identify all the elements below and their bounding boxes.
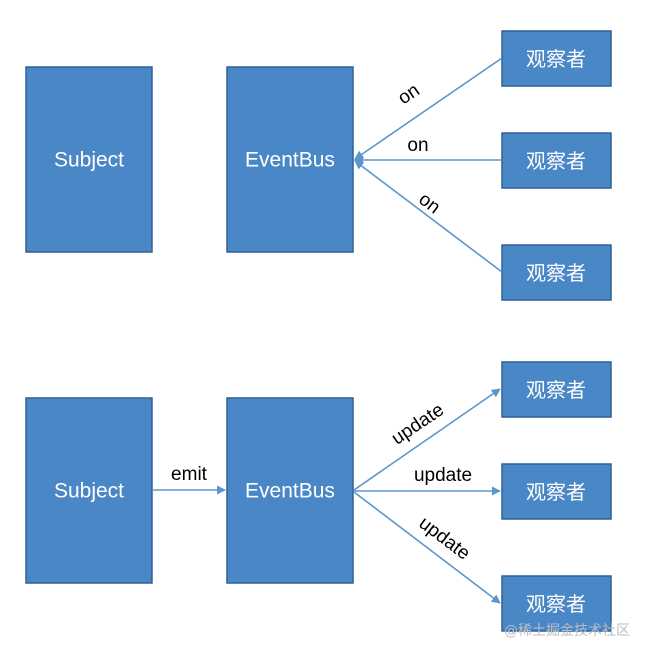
bottom-subject-node: Subject (25, 397, 153, 584)
top-observer-3-label: 观察者 (526, 261, 586, 285)
top-edge-on-2-label: on (407, 135, 428, 156)
bottom-section: Subject EventBus emit 观察者 观察者 观察者 update… (25, 361, 612, 632)
top-edge-on-3 (354, 160, 503, 273)
bottom-eventbus-node: EventBus (226, 397, 354, 584)
bottom-edge-update-1 (353, 388, 501, 491)
top-eventbus-label: EventBus (245, 149, 335, 172)
bottom-edge-update-1-label: update (388, 399, 448, 449)
top-edge-on-1 (354, 57, 503, 160)
bottom-observer-2-label: 观察者 (526, 480, 586, 504)
bottom-observer-2: 观察者 (501, 463, 612, 520)
top-edge-on-1-label: on (394, 80, 423, 109)
top-subject-label: Subject (54, 149, 124, 172)
top-eventbus-node: EventBus (226, 66, 354, 253)
bottom-subject-label: Subject (54, 480, 124, 503)
bottom-edge-update-3-label: update (415, 513, 474, 565)
top-observer-2-label: 观察者 (526, 149, 586, 173)
top-subject-node: Subject (25, 66, 153, 253)
top-observer-1: 观察者 (501, 30, 612, 87)
bottom-eventbus-label: EventBus (245, 480, 335, 503)
top-observer-3: 观察者 (501, 244, 612, 301)
bottom-edge-update-3 (353, 491, 501, 604)
bottom-observer-1: 观察者 (501, 361, 612, 418)
bottom-observer-1-label: 观察者 (526, 378, 586, 402)
top-observer-1-label: 观察者 (526, 47, 586, 71)
bottom-edge-update-2-label: update (414, 465, 472, 486)
top-edge-on-3-label: on (415, 189, 445, 218)
bottom-observer-3: 观察者 (501, 575, 612, 632)
bottom-observer-3-label: 观察者 (526, 592, 586, 616)
watermark-text: @稀土掘金技术社区 (504, 623, 630, 639)
top-observer-2: 观察者 (501, 132, 612, 189)
top-section: Subject EventBus 观察者 观察者 观察者 on on on (25, 30, 612, 301)
bottom-edge-emit-label: emit (171, 464, 208, 485)
